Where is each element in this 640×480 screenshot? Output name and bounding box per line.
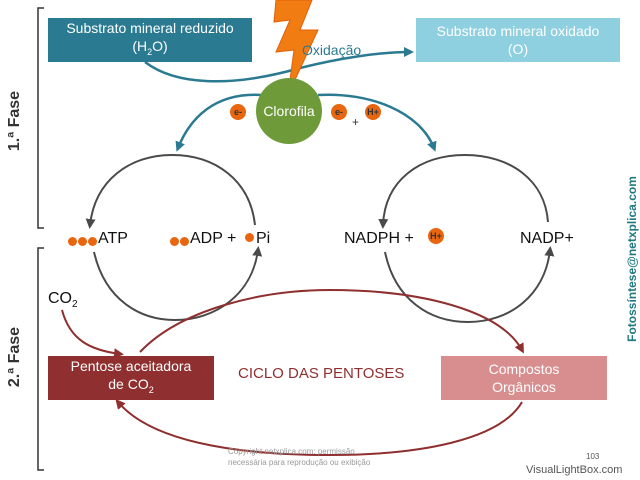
atp-cycle-lower — [93, 246, 263, 322]
pentose-cycle-bottom — [115, 398, 523, 457]
reduced-substrate-formula: (H2O) — [132, 38, 168, 57]
reduced-substrate-box: Substrato mineral reduzido (H2O) — [48, 18, 252, 62]
organic-compounds-line1: Compostos — [488, 361, 560, 377]
electron-icon-left: e- — [230, 104, 246, 120]
electron-icon-right: e- — [331, 104, 347, 120]
organic-compounds-line2: Orgânicos — [492, 379, 556, 395]
copyright-line2: necessária para reprodução ou exibição — [228, 458, 371, 467]
phosphate-dot-icon — [170, 237, 179, 247]
pentose-acceptor-formula: de CO2 — [108, 376, 154, 395]
ion-plus-sign: + — [352, 115, 360, 129]
co2-label: CO2 — [48, 290, 78, 311]
oxidation-label: Oxidação — [302, 42, 362, 58]
co2-arrow — [61, 309, 124, 359]
nadph-label: NADPH + — [344, 230, 414, 247]
watermark: VisualLightBox.com — [526, 464, 623, 476]
atp-dots — [68, 233, 98, 251]
organic-compounds-box: Compostos Orgânicos — [441, 356, 607, 400]
phase2-bracket — [37, 247, 44, 471]
phosphate-dot-icon — [78, 237, 87, 247]
page-number: 103 — [586, 452, 600, 461]
proton-icon-top: H+ — [365, 104, 381, 120]
copyright-line1: Copyright netxplica.com: permissão — [228, 447, 355, 456]
pentose-cycle-label: CICLO DAS PENTOSES — [238, 365, 405, 382]
copyright-notice: Copyright netxplica.com: permissão neces… — [228, 446, 370, 468]
nadp-label: NADP+ — [520, 230, 574, 247]
adp-label: ADP + — [190, 230, 237, 247]
adp-dots — [170, 233, 190, 251]
chlorophyll-arrow-right — [317, 93, 437, 152]
phosphate-dot-icon — [88, 237, 97, 247]
phosphate-dot-icon — [68, 237, 77, 247]
oxidized-substrate-title: Substrato mineral oxidado — [436, 23, 600, 39]
oxidized-substrate-box: Substrato mineral oxidado (O) — [416, 18, 620, 62]
pentose-acceptor-box: Pentose aceitadora de CO2 — [48, 356, 214, 400]
pi-dot-icon — [245, 233, 254, 242]
chlorophyll-label: Clorofila — [263, 103, 315, 119]
reduced-substrate-title: Substrato mineral reduzido — [66, 20, 234, 37]
chlorophyll-circle: Clorofila — [256, 78, 322, 144]
proton-icon-nadph: H+ — [428, 228, 444, 244]
phase1-label: 1.ª Fase — [6, 90, 23, 152]
phase1-bracket — [37, 7, 44, 229]
lightning-bolt-icon — [273, 0, 319, 96]
nadph-cycle-lower — [384, 246, 555, 324]
pentose-acceptor-title: Pentose aceitadora — [70, 358, 192, 375]
chlorophyll-arrow-left — [175, 93, 263, 152]
pentose-cycle-top — [139, 288, 524, 354]
atp-cycle-upper — [85, 153, 256, 229]
vertical-credit: Fotossíntese@netxplica.com — [625, 176, 639, 342]
phase2-label: 2.ª Fase — [6, 326, 23, 388]
oxidized-substrate-formula: (O) — [507, 41, 529, 57]
nadph-cycle-upper — [378, 153, 549, 229]
phosphate-dot-icon — [180, 237, 189, 247]
pi-label: Pi — [256, 230, 271, 247]
atp-label: ATP — [98, 230, 128, 247]
